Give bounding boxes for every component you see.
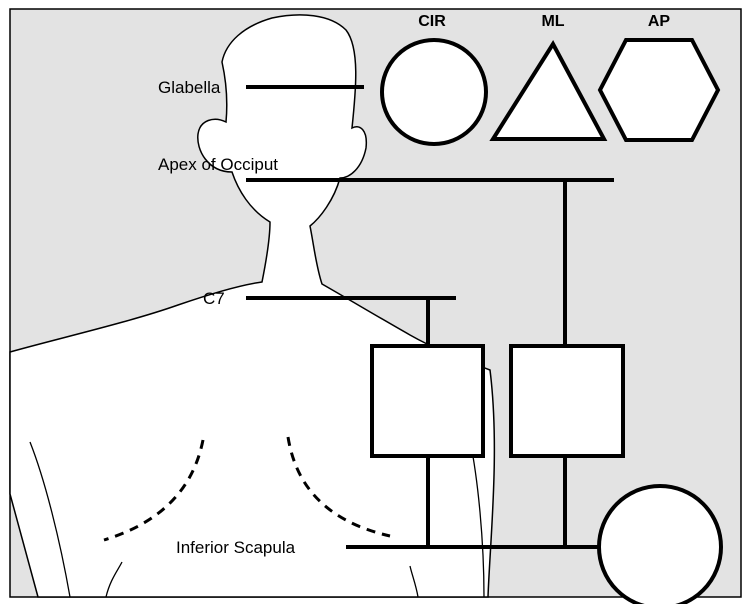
left-torso-contour	[105, 561, 123, 598]
label-c7: C7	[203, 289, 225, 308]
header-ap: AP	[648, 13, 671, 30]
c7-square-symbol	[370, 344, 485, 458]
left-scapula-dashed-line	[103, 439, 205, 542]
ml-triangle-symbol	[489, 40, 608, 141]
ap-hexagon-symbol	[597, 38, 721, 142]
left-arm-contour	[29, 441, 71, 598]
right-torso-contour	[409, 565, 419, 598]
right-scapula-dashed-line	[286, 436, 391, 538]
label-inferior-scapula: Inferior Scapula	[176, 538, 296, 557]
header-ml: ML	[541, 13, 564, 30]
label-glabella: Glabella	[158, 78, 221, 97]
header-cir: CIR	[418, 13, 446, 30]
apex-square-symbol	[509, 344, 625, 458]
label-apex-of-occiput: Apex of Occiput	[158, 155, 278, 174]
cir-circle-symbol	[380, 38, 488, 146]
inferior-scapula-circle-symbol	[597, 484, 723, 604]
